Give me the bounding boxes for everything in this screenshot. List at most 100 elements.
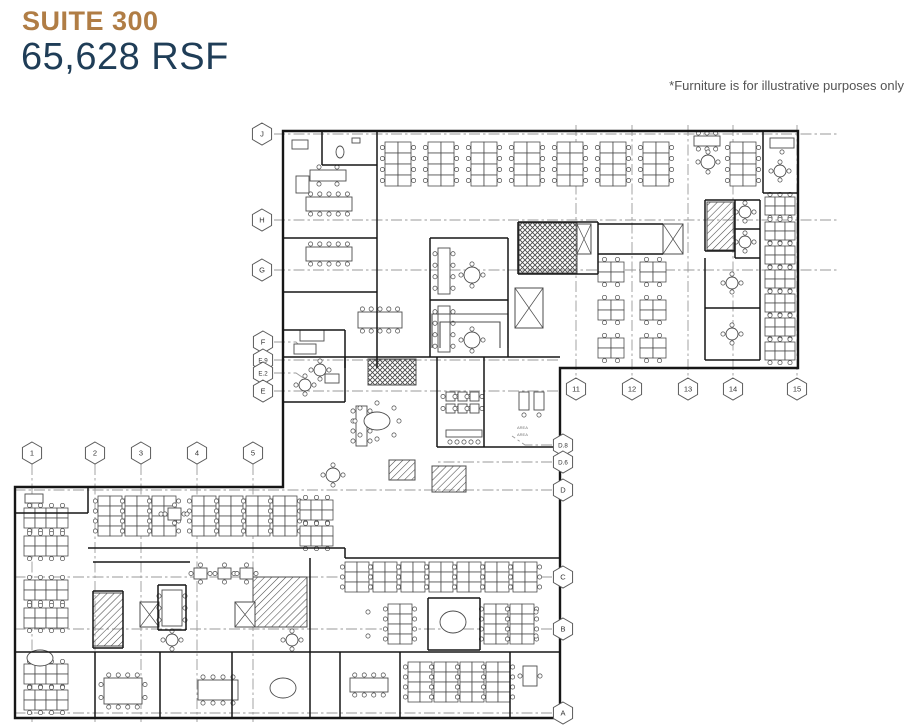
chair xyxy=(302,391,308,397)
desk xyxy=(599,152,614,165)
chair xyxy=(340,472,346,478)
chair xyxy=(106,704,112,710)
grid-marker-label: J xyxy=(260,130,264,139)
chair xyxy=(615,358,620,364)
chair xyxy=(787,240,793,246)
desk xyxy=(526,163,541,176)
chair xyxy=(422,167,428,172)
desk xyxy=(23,517,36,529)
chair xyxy=(451,564,457,570)
grid-marker-label: 12 xyxy=(628,385,636,394)
chair xyxy=(637,178,643,183)
elevator-shaft xyxy=(662,223,684,255)
chair xyxy=(379,178,385,183)
desk xyxy=(483,152,498,165)
desk xyxy=(784,221,796,232)
desk xyxy=(610,261,625,273)
desk xyxy=(412,561,426,573)
chair xyxy=(615,294,620,300)
round-table xyxy=(733,230,757,254)
desk xyxy=(764,317,776,328)
desk xyxy=(400,571,414,583)
desk xyxy=(34,517,47,529)
grid-marker-label: 4 xyxy=(195,449,199,458)
desk xyxy=(56,689,69,701)
desk xyxy=(245,515,259,527)
desk xyxy=(310,525,323,537)
chair xyxy=(428,694,434,700)
desk xyxy=(124,505,138,517)
desk xyxy=(610,299,625,311)
desk xyxy=(321,535,334,547)
desk xyxy=(344,571,358,583)
grid-marker-hexagon xyxy=(552,450,574,474)
elevator-shaft xyxy=(234,601,256,628)
desk xyxy=(652,299,667,311)
desk xyxy=(729,174,744,187)
chair xyxy=(594,178,600,183)
chair xyxy=(289,646,295,652)
desk xyxy=(440,571,454,583)
grid-marker-label: A xyxy=(560,709,565,718)
desk xyxy=(299,509,312,521)
chair xyxy=(176,498,182,504)
conference-table xyxy=(464,391,485,402)
chair xyxy=(308,191,314,197)
chair xyxy=(551,156,557,161)
chair xyxy=(172,502,177,508)
desk xyxy=(440,561,454,573)
chair xyxy=(411,156,417,161)
chair xyxy=(320,472,326,478)
elevator-shaft xyxy=(576,223,592,255)
grid-marker: 12 xyxy=(621,377,643,401)
chair xyxy=(480,674,486,680)
chair xyxy=(644,256,649,262)
chair xyxy=(454,439,460,445)
grid-marker-label: 2 xyxy=(93,449,97,458)
chair xyxy=(742,230,748,236)
chair xyxy=(777,159,783,165)
chair xyxy=(751,209,757,215)
desk xyxy=(400,561,414,573)
chair xyxy=(508,145,514,150)
chair xyxy=(377,306,383,312)
chair xyxy=(119,518,125,524)
chair xyxy=(325,494,330,500)
table xyxy=(693,135,721,147)
chair xyxy=(391,432,397,438)
chair xyxy=(244,579,249,585)
grid-marker-hexagon xyxy=(677,377,699,401)
desk xyxy=(399,623,413,635)
chair xyxy=(240,518,246,524)
desk xyxy=(23,545,36,557)
chair xyxy=(330,462,336,468)
chair xyxy=(551,145,557,150)
grid-marker-hexagon xyxy=(251,208,273,232)
table xyxy=(305,196,353,212)
round-table xyxy=(458,326,486,354)
desk xyxy=(34,535,47,547)
desk-cluster xyxy=(597,294,625,326)
desk xyxy=(496,561,510,573)
chair xyxy=(742,218,748,224)
desk xyxy=(774,269,786,280)
chair xyxy=(60,658,65,664)
desk xyxy=(774,278,786,289)
chair xyxy=(626,156,632,161)
grid-marker: 14 xyxy=(722,377,744,401)
desk xyxy=(513,141,528,154)
chair xyxy=(335,211,341,217)
chair xyxy=(213,528,219,534)
desk xyxy=(483,613,497,625)
chair xyxy=(344,241,350,247)
chair xyxy=(335,191,341,197)
chair xyxy=(777,360,783,366)
chair xyxy=(142,682,148,687)
desk xyxy=(433,661,447,673)
furniture-rect xyxy=(533,391,545,411)
desk xyxy=(397,163,412,176)
chair xyxy=(367,438,373,444)
chair xyxy=(374,400,380,406)
chair xyxy=(767,216,773,222)
